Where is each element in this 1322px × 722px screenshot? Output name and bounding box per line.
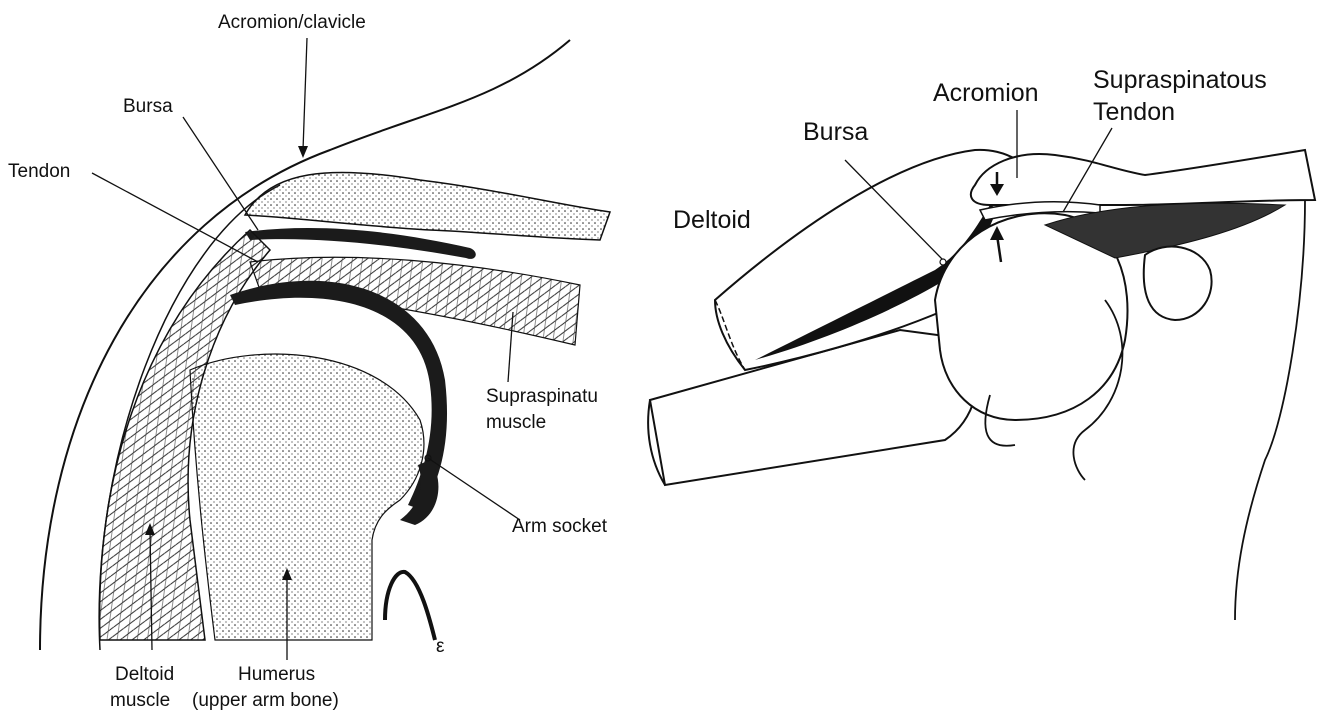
label-supraspinatous-line1: Supraspinatous	[1093, 66, 1267, 94]
left-diagram-svg: Acromion/clavicle Bursa Tendon Supraspin…	[0, 0, 645, 722]
label-humerus-line2: (upper arm bone)	[192, 690, 339, 711]
label-bursa-right: Bursa	[803, 118, 868, 146]
right-shoulder-outline: Acromion Supraspinatous Tendon Bursa Del…	[645, 0, 1322, 722]
left-shoulder-cross-section: Acromion/clavicle Bursa Tendon Supraspin…	[0, 0, 645, 722]
arm-socket-leader	[428, 458, 520, 520]
label-bursa-left: Bursa	[123, 96, 173, 117]
label-humerus-line1: Humerus	[238, 664, 315, 685]
label-tendon: Tendon	[8, 161, 70, 182]
acromion-outline-shape	[971, 150, 1315, 205]
label-arm-socket: Arm socket	[512, 516, 608, 537]
label-deltoid-line1: Deltoid	[115, 664, 174, 685]
scapula-line	[385, 572, 435, 640]
coracoid-shape	[1144, 247, 1212, 320]
acromion-clavicle-arrowhead	[298, 146, 308, 158]
label-supraspinatus-line2: muscle	[486, 412, 546, 433]
bursa-sac-shape	[245, 228, 476, 259]
body-contour-line	[1235, 200, 1305, 620]
label-supraspinatous-line2: Tendon	[1093, 98, 1175, 126]
label-acromion: Acromion	[933, 79, 1039, 107]
label-deltoid-right: Deltoid	[673, 206, 751, 234]
acromion-clavicle-leader	[303, 38, 307, 150]
label-acromion-clavicle: Acromion/clavicle	[218, 12, 366, 33]
label-deltoid-line2: muscle	[110, 690, 170, 711]
right-diagram-svg: Acromion Supraspinatous Tendon Bursa Del…	[645, 0, 1322, 722]
label-supraspinatus-line1: Supraspinatu	[486, 386, 598, 407]
label-corner-mark: ε	[436, 636, 445, 657]
tendon-leader	[92, 173, 258, 262]
bursa-dot-right	[940, 259, 946, 265]
